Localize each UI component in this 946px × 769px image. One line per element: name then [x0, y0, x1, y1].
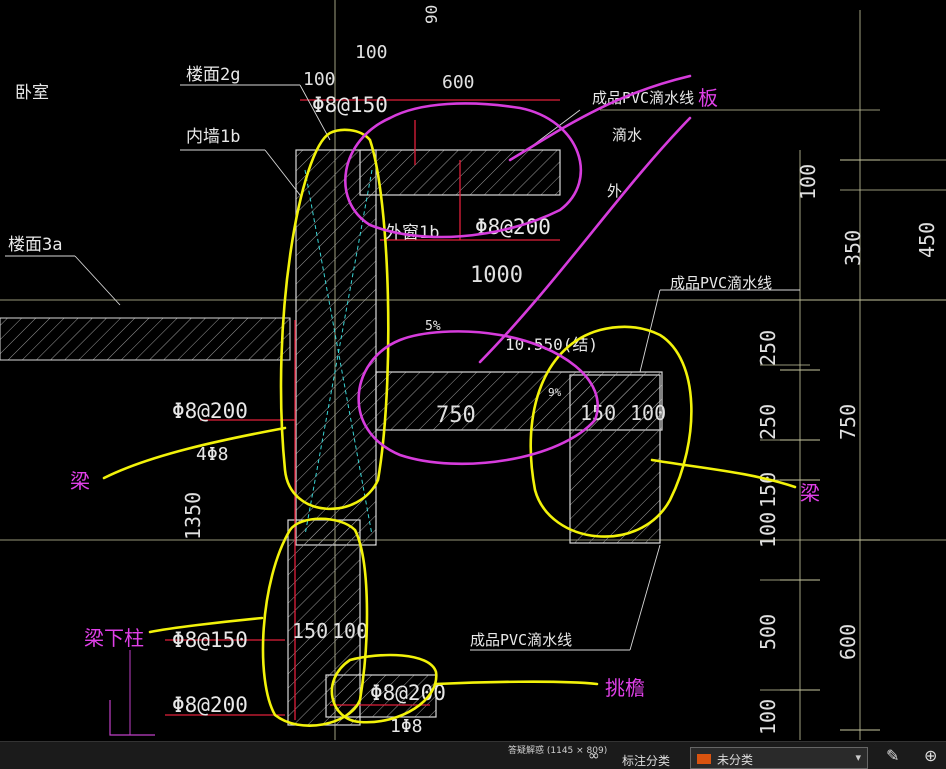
chevron-down-icon: ▾ — [855, 751, 861, 764]
anno-slab: 板 — [698, 86, 718, 110]
anno-beam-right: 梁 — [800, 481, 820, 505]
rebar-4phi8: 4Φ8 — [196, 444, 229, 465]
arrow-column — [148, 616, 264, 634]
label-floor2g: 楼面2g — [186, 65, 240, 85]
dim-r750: 750 — [836, 404, 860, 440]
settings-icon[interactable]: ⊕ — [924, 746, 938, 765]
edit-icon[interactable]: ✎ — [886, 746, 900, 765]
highlight-canopy — [330, 653, 438, 724]
dim-90: 90 — [422, 5, 441, 24]
annotation-category-label: 标注分类 — [622, 754, 671, 768]
label-pvc-drip-3: 成品PVC滴水线 — [470, 631, 572, 649]
label-outer: 外 — [607, 182, 622, 200]
label-floor3a: 楼面3a — [8, 235, 62, 255]
color-swatch — [697, 754, 711, 764]
dim-100-top: 100 — [355, 42, 388, 63]
dim-100-left: 100 — [303, 69, 336, 90]
dim-r100c: 100 — [756, 699, 780, 735]
rebar-phi8-200-col: Φ8@200 — [172, 693, 248, 717]
dim-100-h: 100 — [630, 401, 666, 425]
label-pct5: 5% — [425, 319, 441, 334]
right-beam — [569, 374, 661, 544]
anno-canopy: 挑檐 — [605, 676, 645, 700]
dim-r100: 100 — [796, 164, 820, 200]
rebar-phi8-150-top: Φ8@150 — [312, 93, 388, 117]
arrow-beam-right — [650, 458, 797, 489]
floor-slab-left — [0, 317, 291, 361]
highlight-right-beam — [529, 325, 693, 538]
loop-icon[interactable]: ∞ — [588, 748, 600, 764]
column-cross — [304, 169, 373, 536]
canopy-slab — [325, 674, 437, 718]
dim-r250a: 250 — [756, 330, 780, 366]
dim-1000: 1000 — [470, 263, 523, 288]
dim-r350: 350 — [841, 230, 865, 266]
yellow-highlights — [102, 128, 797, 727]
dim-r100b: 100 — [756, 512, 780, 548]
select-value: 未分类 — [717, 753, 754, 767]
rebar-phi8-200-canopy: Φ8@200 — [370, 681, 446, 705]
label-drip: 滴水 — [612, 126, 642, 144]
label-pvc-drip-2: 成品PVC滴水线 — [670, 274, 772, 292]
rebar-phi8-200-beam: Φ8@200 — [172, 399, 248, 423]
rebar-lines — [165, 99, 560, 720]
dim-r600: 600 — [836, 624, 860, 660]
leader-lines — [5, 84, 800, 651]
rebar-phi8-150-col: Φ8@150 — [172, 628, 248, 652]
label-pvc-drip-1: 成品PVC滴水线 — [592, 89, 694, 107]
dim-r250b: 250 — [756, 404, 780, 440]
label-bedroom: 卧室 — [15, 83, 49, 103]
dim-750-h: 750 — [436, 403, 476, 428]
dimension-ticks — [780, 159, 880, 731]
dim-r450: 450 — [915, 222, 939, 258]
coordinate-readout: 答疑解惑 (1145 × 809) — [508, 746, 608, 756]
central-wall — [295, 149, 377, 546]
corner-bracket — [109, 700, 155, 736]
dim-150-lower: 150 — [292, 619, 328, 643]
rebar-1phi8: 1Φ8 — [390, 716, 423, 737]
dim-1350: 1350 — [181, 492, 205, 540]
highlight-beam-column — [279, 128, 390, 511]
highlight-upper-slab — [344, 102, 583, 239]
label-outerwindow1b: 外窗1b — [385, 223, 439, 243]
dim-r500: 500 — [756, 614, 780, 650]
annotation-category-select[interactable]: 未分类 ▾ — [690, 747, 868, 769]
label-elevation: 10.550(结) — [505, 335, 598, 354]
status-bar: 答疑解惑 (1145 × 809) ∞ 标注分类 未分类 ▾ ✎ ⊕ — [0, 741, 946, 769]
label-pct-small: 9% — [548, 386, 562, 399]
highlight-lower-column — [261, 517, 369, 727]
anno-column-under-beam: 梁下柱 — [84, 626, 144, 650]
arrow-canopy — [434, 680, 599, 686]
anno-beam-left: 梁 — [70, 469, 90, 493]
dim-100-lower: 100 — [332, 619, 368, 643]
magenta-highlights — [344, 74, 692, 466]
arrow-beam-left — [102, 426, 287, 480]
arrow-slab-2 — [478, 116, 692, 364]
label-innerwall1b: 内墙1b — [186, 127, 240, 147]
dim-600: 600 — [442, 72, 475, 93]
highlight-mid-slab — [357, 330, 599, 466]
arrow-slab-1 — [508, 74, 692, 162]
